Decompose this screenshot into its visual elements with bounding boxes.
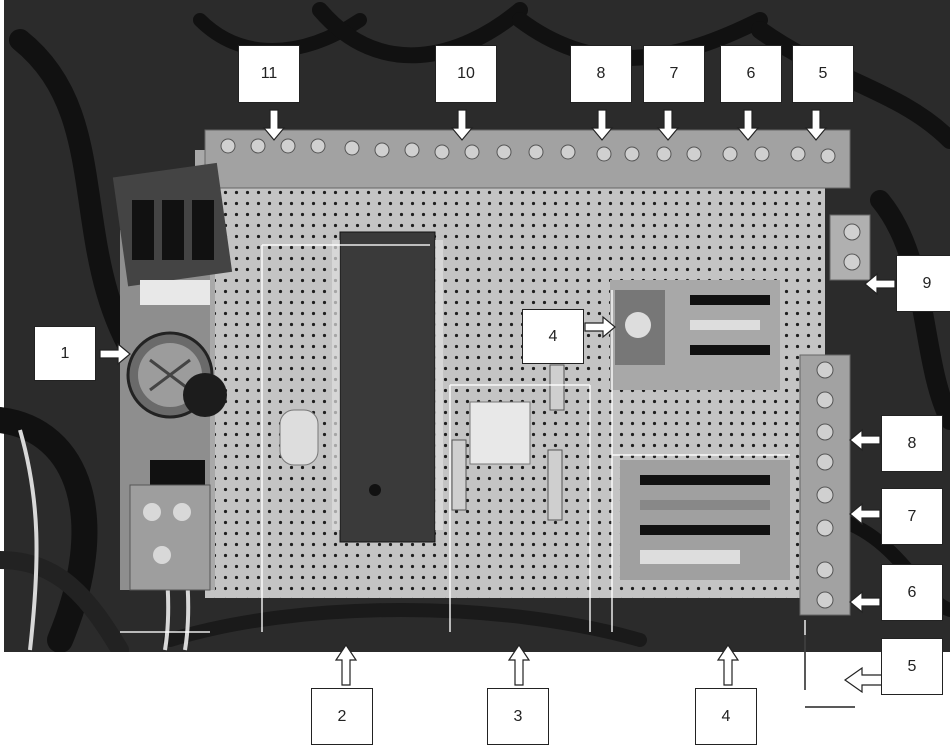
annotation-arrows — [99, 109, 896, 694]
label-2: 2 — [311, 688, 373, 745]
label-6-top: 6 — [720, 45, 782, 103]
label-7-right: 7 — [881, 488, 943, 545]
label-4-mid: 4 — [522, 309, 584, 364]
voltage-regulator — [112, 162, 233, 305]
dip-socket — [469, 401, 531, 465]
label-3: 3 — [487, 688, 549, 745]
label-9: 9 — [896, 255, 950, 312]
label-5-right: 5 — [881, 638, 943, 695]
capacitor — [126, 331, 227, 419]
label-11: 11 — [238, 45, 300, 103]
label-8-right: 8 — [881, 415, 943, 472]
power-terminal — [129, 484, 211, 591]
board-region-outlines — [120, 244, 855, 708]
label-5-top: 5 — [792, 45, 854, 103]
label-6-right: 6 — [881, 564, 943, 621]
label-10: 10 — [435, 45, 497, 103]
top-terminal-strip — [204, 129, 851, 189]
label-4-bottom: 4 — [695, 688, 757, 745]
right-terminal-strip — [799, 214, 871, 616]
relay-driver — [610, 280, 790, 580]
microcontroller-chip — [332, 231, 443, 543]
label-1: 1 — [34, 326, 96, 381]
label-7-top: 7 — [643, 45, 705, 103]
crystal — [279, 409, 319, 466]
label-8-top: 8 — [570, 45, 632, 103]
